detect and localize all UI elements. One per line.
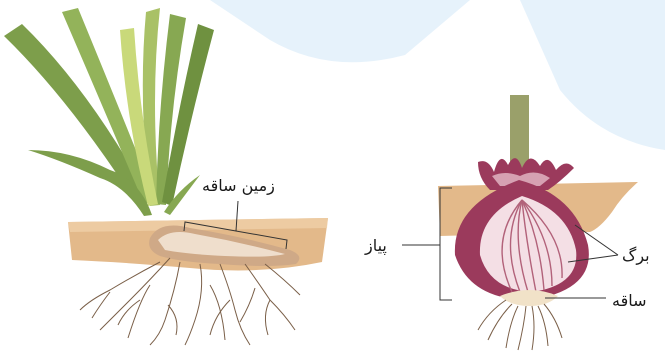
background-shapes <box>210 0 665 150</box>
onion-roots <box>478 300 562 350</box>
leaf-label: برگ <box>622 246 650 265</box>
rhizome-roots <box>80 258 300 345</box>
onion-plant <box>402 95 638 350</box>
rhizome-leaves <box>4 8 214 216</box>
rhizome-label: زمین ساقه <box>202 176 275 195</box>
rhizome-plant <box>4 8 328 345</box>
stem-label: ساقه <box>612 291 647 310</box>
onion-label: پیاز <box>365 236 387 255</box>
